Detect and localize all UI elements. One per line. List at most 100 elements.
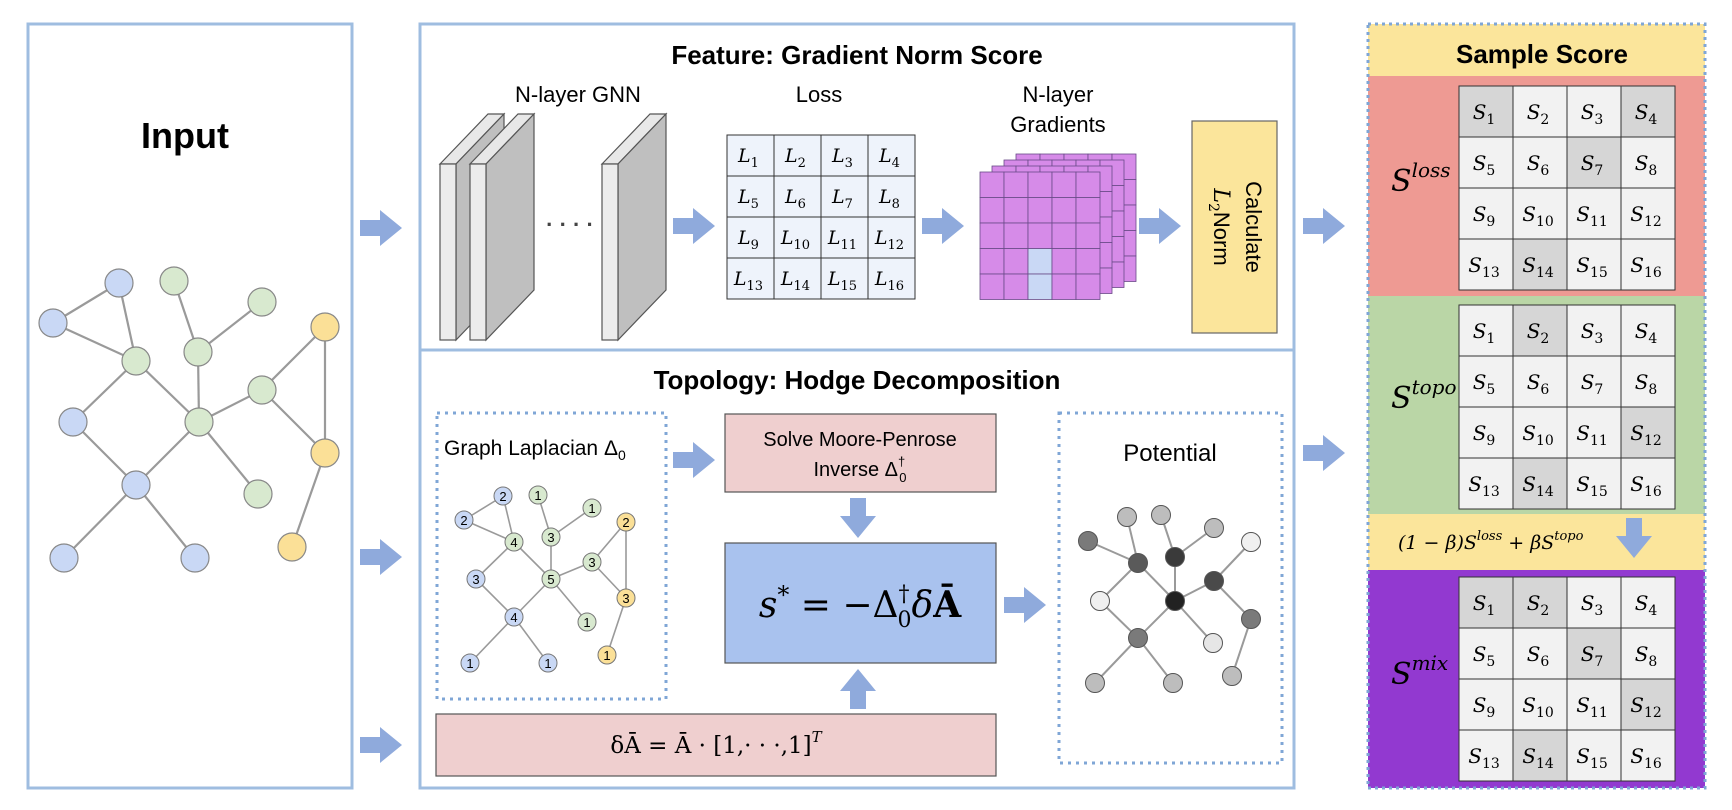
potential-node — [1090, 591, 1110, 611]
score-cell — [1512, 729, 1568, 782]
topology-panel: Topology: Hodge Decomposition Graph Lapl… — [418, 348, 1296, 790]
score-cell — [1512, 576, 1568, 629]
score-cell — [1566, 406, 1622, 459]
score-cell-label: S1 — [1473, 319, 1496, 347]
loss-cell-label: L3 — [831, 145, 853, 171]
loss-cell-label: L8 — [878, 186, 900, 212]
potential-node — [1203, 633, 1223, 653]
score-cell-label: S6 — [1527, 151, 1550, 179]
gradient-cell — [979, 171, 1005, 198]
input-to-delta-arrow — [360, 727, 402, 763]
potential-node — [1085, 673, 1105, 693]
topo-score-label: Stopo — [1391, 375, 1456, 416]
graph-edge — [135, 421, 200, 486]
potential-node — [1204, 518, 1224, 538]
score-cell — [1620, 406, 1676, 459]
score-cell-label: S11 — [1576, 693, 1608, 721]
laplacian-node — [616, 512, 636, 532]
score-cell-label: S11 — [1576, 202, 1608, 230]
laplacian-node-label: 1 — [544, 656, 551, 671]
graph-node — [180, 543, 210, 573]
loss-cell-label: L5 — [737, 186, 759, 212]
loss-cell — [773, 175, 822, 218]
score-cell — [1566, 729, 1622, 782]
score-cell — [1620, 136, 1676, 189]
graph-node — [121, 346, 151, 376]
score-cell-label: S3 — [1581, 319, 1604, 347]
laplacian-node — [582, 498, 602, 518]
potential-node — [1165, 591, 1185, 611]
loss-cell — [773, 257, 822, 300]
gradient-cell — [979, 197, 1005, 224]
gradient-cell — [979, 248, 1005, 275]
potential-label: Potential — [1123, 440, 1216, 467]
hodge-formula: s* = −Δ†0δĀ — [759, 581, 962, 633]
score-cell — [1620, 576, 1676, 629]
score-cell — [1566, 85, 1622, 138]
sample-score-panel: Sample Score Sloss Stopo Smix (1 − β)Slo… — [1366, 22, 1707, 790]
feature-panel: Feature: Gradient Norm Score N-layer GNN… — [418, 22, 1296, 352]
gradient-cell — [979, 273, 1005, 300]
laplacian-node-label: 3 — [547, 530, 554, 545]
score-cell-label: S7 — [1581, 151, 1604, 179]
score-cell-label: S13 — [1468, 253, 1500, 281]
graph-edge — [72, 421, 137, 486]
gradient-layer — [979, 171, 1101, 300]
calc-line1: Calculate — [1241, 181, 1266, 273]
gradient-cell — [1027, 248, 1053, 275]
gradient-cell — [1003, 248, 1029, 275]
loss-cell — [867, 134, 916, 177]
potential-node — [1078, 531, 1098, 551]
score-cell-label: S15 — [1576, 253, 1608, 281]
score-cell-label: S1 — [1473, 100, 1496, 128]
score-cell-label: S3 — [1581, 100, 1604, 128]
score-cell — [1566, 238, 1622, 291]
gradients-label-line1: N-layer — [1023, 82, 1094, 107]
graph-node — [247, 375, 277, 405]
score-cell-label: S1 — [1473, 591, 1496, 619]
score-cell — [1512, 678, 1568, 731]
score-cell-label: S9 — [1473, 202, 1496, 230]
solve-line2: Inverse Δ†0 — [814, 454, 907, 485]
gradient-cell — [1027, 171, 1053, 198]
graph-node — [159, 266, 189, 296]
loss-cell — [726, 134, 775, 177]
graph-edge — [52, 321, 137, 363]
loss-cell-label: L1 — [737, 145, 759, 171]
score-cell-label: S16 — [1630, 472, 1662, 500]
laplacian-node — [538, 653, 558, 673]
input-to-feature-arrow — [360, 210, 402, 246]
score-cell — [1566, 457, 1622, 510]
loss-cell-label: L9 — [737, 227, 759, 253]
gradient-cell — [1003, 171, 1029, 198]
score-cell-label: S10 — [1522, 421, 1554, 449]
potential-graph — [1078, 505, 1261, 693]
score-cell-label: S10 — [1522, 202, 1554, 230]
gradient-cell — [1051, 197, 1077, 224]
score-cell-label: S14 — [1522, 253, 1554, 281]
graph-edge — [198, 421, 259, 495]
score-cell — [1566, 627, 1622, 680]
laplacian-edge — [513, 616, 549, 664]
loss-cell-label: L7 — [831, 186, 853, 212]
potential-node — [1128, 553, 1148, 573]
potential-edge — [1231, 618, 1252, 677]
score-cell — [1620, 238, 1676, 291]
feature-to-score-arrow — [1303, 208, 1345, 244]
laplacian-node-label: 3 — [472, 572, 479, 587]
score-cell-label: S13 — [1468, 472, 1500, 500]
potential-node — [1163, 673, 1183, 693]
calculate-norm-box: Calculate L2Norm — [1191, 120, 1278, 334]
laplacian-node-label: 2 — [460, 513, 467, 528]
score-cell-label: S16 — [1630, 744, 1662, 772]
score-cell-label: S8 — [1635, 151, 1658, 179]
gnn-ellipsis: · · · · — [546, 212, 594, 237]
topology-to-score-arrow — [1303, 435, 1345, 471]
graph-edge — [135, 360, 200, 423]
laplacian-edge — [469, 616, 515, 664]
loss-cell-label: L11 — [827, 227, 857, 253]
delta-a-formula: δĀ = Ā · [1,· · ·,1]T — [610, 728, 822, 759]
hodge-formula-box: s* = −Δ†0δĀ — [724, 542, 997, 664]
potential-node — [1222, 666, 1242, 686]
graph-node — [247, 287, 277, 317]
